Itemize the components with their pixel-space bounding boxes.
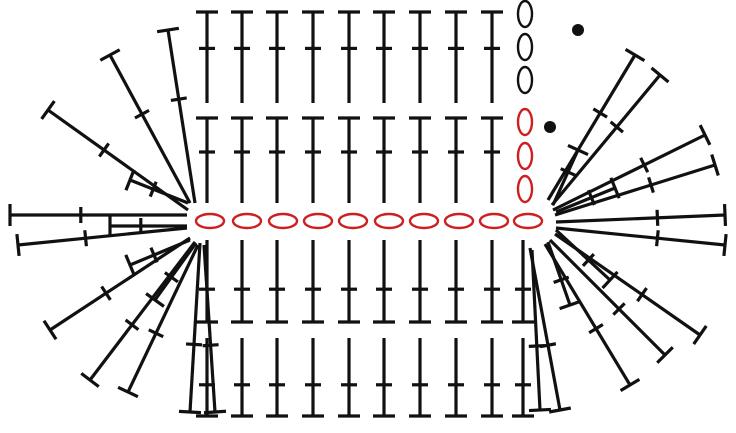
- dc-left-fan: [117, 244, 200, 399]
- turning-chain-round2: [516, 32, 534, 62]
- dc-right-fan: [555, 226, 728, 257]
- dc-round2-top: [373, 10, 395, 103]
- dc-round1-bottom: [512, 240, 534, 324]
- foundation-chain-stitch: [337, 212, 369, 230]
- dc-round1-bottom: [266, 240, 288, 324]
- dc-round1-top: [196, 116, 218, 203]
- slip-stitch-layer: [544, 24, 584, 133]
- dc-round1-bottom: [481, 240, 503, 324]
- dc-right-fan: [548, 238, 674, 364]
- dc-right-fan: [551, 143, 589, 206]
- dc-round1-top: [373, 116, 395, 203]
- foundation-chain-stitch: [478, 212, 510, 230]
- double-crochet-layer: [8, 10, 728, 418]
- chain-layer: [194, 0, 544, 230]
- foundation-chain-stitch: [443, 212, 475, 230]
- dc-round1-bottom: [373, 240, 395, 324]
- dc-round2-bottom: [512, 338, 534, 418]
- dc-round1-top: [302, 116, 324, 203]
- dc-round2-bottom: [445, 338, 467, 418]
- turning-chain-round2: [516, 65, 534, 95]
- dc-right-fan: [555, 203, 728, 227]
- dc-round1-bottom: [231, 240, 253, 324]
- dc-round2-bottom: [373, 338, 395, 418]
- dc-round2-bottom: [302, 338, 324, 418]
- dc-left-fan: [145, 242, 198, 308]
- foundation-chain-stitch: [512, 212, 544, 230]
- dc-round1-bottom: [445, 240, 467, 324]
- dc-round1-bottom: [338, 240, 360, 324]
- dc-left-fan: [80, 241, 197, 388]
- dc-left-fan: [124, 169, 189, 205]
- dc-left-fan: [108, 215, 187, 237]
- dc-left-fan: [42, 236, 191, 341]
- dc-right-fan: [546, 47, 646, 201]
- dc-round1-top: [481, 116, 503, 203]
- dc-right-fan: [546, 241, 581, 311]
- dc-round1-bottom: [302, 240, 324, 324]
- turning-chain-round1: [516, 141, 534, 171]
- foundation-chain-stitch: [373, 212, 405, 230]
- dc-right-fan: [554, 154, 720, 217]
- dc-right-fan: [528, 249, 552, 413]
- dc-round2-bottom: [231, 338, 253, 418]
- turning-chain-round1: [516, 174, 534, 204]
- dc-right-fan: [555, 177, 621, 214]
- dc-right-fan: [550, 66, 670, 207]
- foundation-chain-stitch: [267, 212, 299, 230]
- dc-round2-top: [231, 10, 253, 103]
- dc-right-fan: [552, 124, 712, 212]
- turning-chain-round1: [516, 107, 534, 137]
- dc-left-fan: [8, 204, 187, 226]
- dc-round2-bottom: [266, 338, 288, 418]
- dc-round1-top: [231, 116, 253, 203]
- dc-left-fan: [156, 26, 197, 204]
- dc-right-fan: [554, 228, 619, 290]
- dc-round1-top: [338, 116, 360, 203]
- dc-round1-top: [445, 116, 467, 203]
- dc-round2-top: [196, 10, 218, 103]
- dc-left-fan: [15, 226, 188, 257]
- dc-left-fan: [202, 244, 227, 415]
- dc-round2-top: [302, 10, 324, 103]
- dc-round2-bottom: [409, 338, 431, 418]
- dc-left-fan: [124, 238, 191, 276]
- slip-stitch-dot: [572, 24, 584, 36]
- dc-round2-top: [409, 10, 431, 103]
- foundation-chain-stitch: [408, 212, 440, 230]
- dc-round2-bottom: [338, 338, 360, 418]
- dc-round1-top: [266, 116, 288, 203]
- dc-round2-top: [338, 10, 360, 103]
- dc-left-fan: [99, 48, 192, 204]
- dc-round2-bottom: [481, 338, 503, 418]
- foundation-chain-stitch: [302, 212, 334, 230]
- slip-stitch-dot: [544, 121, 556, 133]
- foundation-chain-stitch: [194, 212, 226, 230]
- dc-round2-top: [445, 10, 467, 103]
- dc-round2-top: [481, 10, 503, 103]
- turning-chain-round2: [516, 0, 534, 29]
- dc-round1-bottom: [409, 240, 431, 324]
- dc-left-fan: [178, 242, 203, 415]
- dc-right-fan: [543, 243, 641, 393]
- dc-round1-top: [409, 116, 431, 203]
- foundation-chain-stitch: [231, 212, 263, 230]
- dc-round2-top: [266, 10, 288, 103]
